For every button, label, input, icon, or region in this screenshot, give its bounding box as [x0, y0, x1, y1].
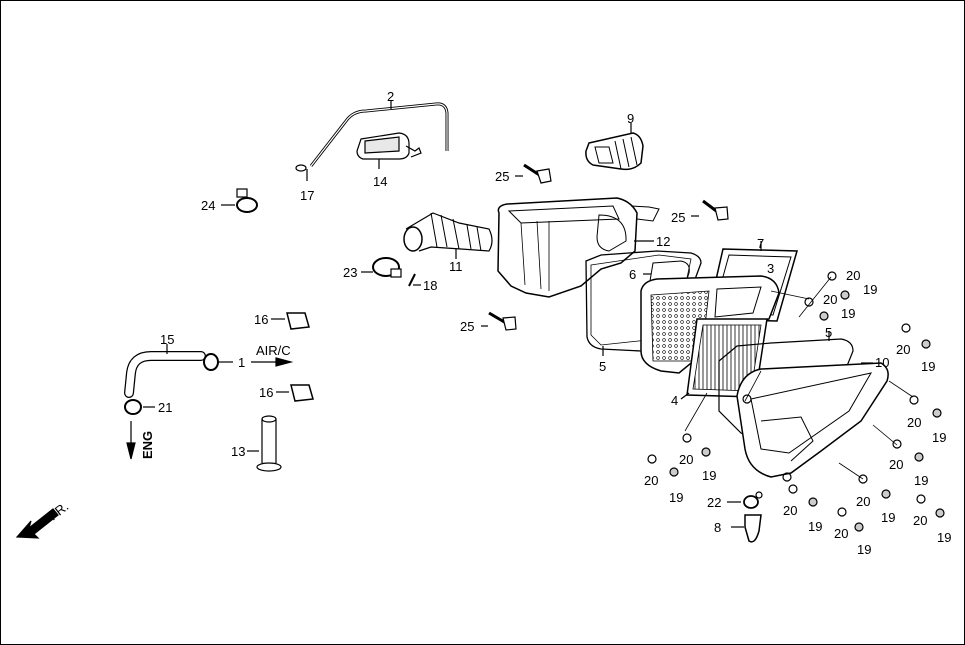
part-21-clamp: [124, 399, 155, 415]
callout-20: 20: [913, 513, 927, 528]
callout-22: 22: [707, 495, 721, 510]
callout-25a: 25: [495, 169, 509, 184]
callout-7: 7: [757, 236, 764, 251]
callout-8: 8: [714, 520, 721, 535]
eng-label: ENG: [140, 431, 155, 459]
part-22-clamp: [727, 491, 763, 509]
callout-20: 20: [856, 494, 870, 509]
callout-14: 14: [373, 174, 387, 189]
callout-5b: 5: [825, 325, 832, 340]
part-25-bolt-top: [515, 163, 552, 184]
callout-20: 20: [823, 292, 837, 307]
callout-21: 21: [158, 400, 172, 415]
part-10-air-cleaner-cover: [736, 362, 889, 482]
callout-16b: 16: [259, 385, 273, 400]
part-15-drain-tube: [124, 344, 206, 398]
callout-11: 11: [449, 259, 463, 274]
callout-9: 9: [627, 111, 634, 126]
callout-19: 19: [841, 306, 855, 321]
fastener-glyphs: [647, 271, 945, 532]
callout-19: 19: [921, 359, 935, 374]
callout-23: 23: [343, 265, 357, 280]
callout-12: 12: [656, 234, 670, 249]
part-12-air-cleaner-case: [497, 197, 660, 298]
callout-19: 19: [808, 519, 822, 534]
eng-arrow: [126, 421, 136, 460]
callout-19: 19: [937, 530, 951, 545]
part-18-pin: [408, 273, 421, 287]
callout-25b: 25: [671, 210, 685, 225]
part-2-breather-tube: [309, 101, 449, 167]
front-arrow: [15, 508, 59, 539]
callout-20: 20: [907, 415, 921, 430]
callout-20: 20: [783, 503, 797, 518]
part-8-drain-plug: [731, 514, 762, 543]
callout-20: 20: [896, 342, 910, 357]
callout-18: 18: [423, 278, 437, 293]
callout-19: 19: [932, 430, 946, 445]
callout-20: 20: [679, 452, 693, 467]
part-9-rubber-boot: [585, 123, 644, 171]
callout-24: 24: [201, 198, 215, 213]
callout-20: 20: [834, 526, 848, 541]
part-16-clip-top: [271, 312, 310, 330]
callout-15: 15: [160, 332, 174, 347]
callout-20: 20: [644, 473, 658, 488]
air-c-arrow: [251, 357, 294, 367]
callout-19: 19: [857, 542, 871, 557]
callout-6: 6: [629, 267, 636, 282]
callout-17: 17: [300, 188, 314, 203]
part-24-clamp: [221, 188, 258, 213]
part-11-intake-duct: [403, 212, 493, 259]
callout-5a: 5: [599, 359, 606, 374]
callout-19: 19: [914, 473, 928, 488]
callout-20: 20: [889, 457, 903, 472]
part-25-bolt-left: [481, 311, 517, 331]
callout-20: 20: [846, 268, 860, 283]
callout-3: 3: [767, 261, 774, 276]
callout-labels: 1 2 3 4 5 5 6 7 8 9 10 11 12 13 14 15 16…: [46, 89, 952, 557]
part-25-bolt-right: [691, 199, 729, 221]
callout-1: 1: [238, 355, 245, 370]
callout-19: 19: [881, 510, 895, 525]
part-17-clip: [295, 164, 308, 181]
part-14-separator: [356, 132, 422, 169]
air-c-label: AIR/C: [256, 343, 291, 358]
callout-19: 19: [669, 490, 683, 505]
callout-19: 19: [702, 468, 716, 483]
callout-2: 2: [387, 89, 394, 104]
callout-10: 10: [875, 355, 889, 370]
part-16-clip-bottom: [276, 384, 314, 402]
callout-19: 19: [863, 282, 877, 297]
callout-16a: 16: [254, 312, 268, 327]
callout-4: 4: [671, 393, 678, 408]
callout-25c: 25: [460, 319, 474, 334]
part-1-clamp: [203, 353, 233, 371]
leader-lines: [684, 276, 914, 480]
callout-13: 13: [231, 444, 245, 459]
part-13-tube: [247, 415, 282, 472]
part-23-clamp: [361, 257, 402, 278]
